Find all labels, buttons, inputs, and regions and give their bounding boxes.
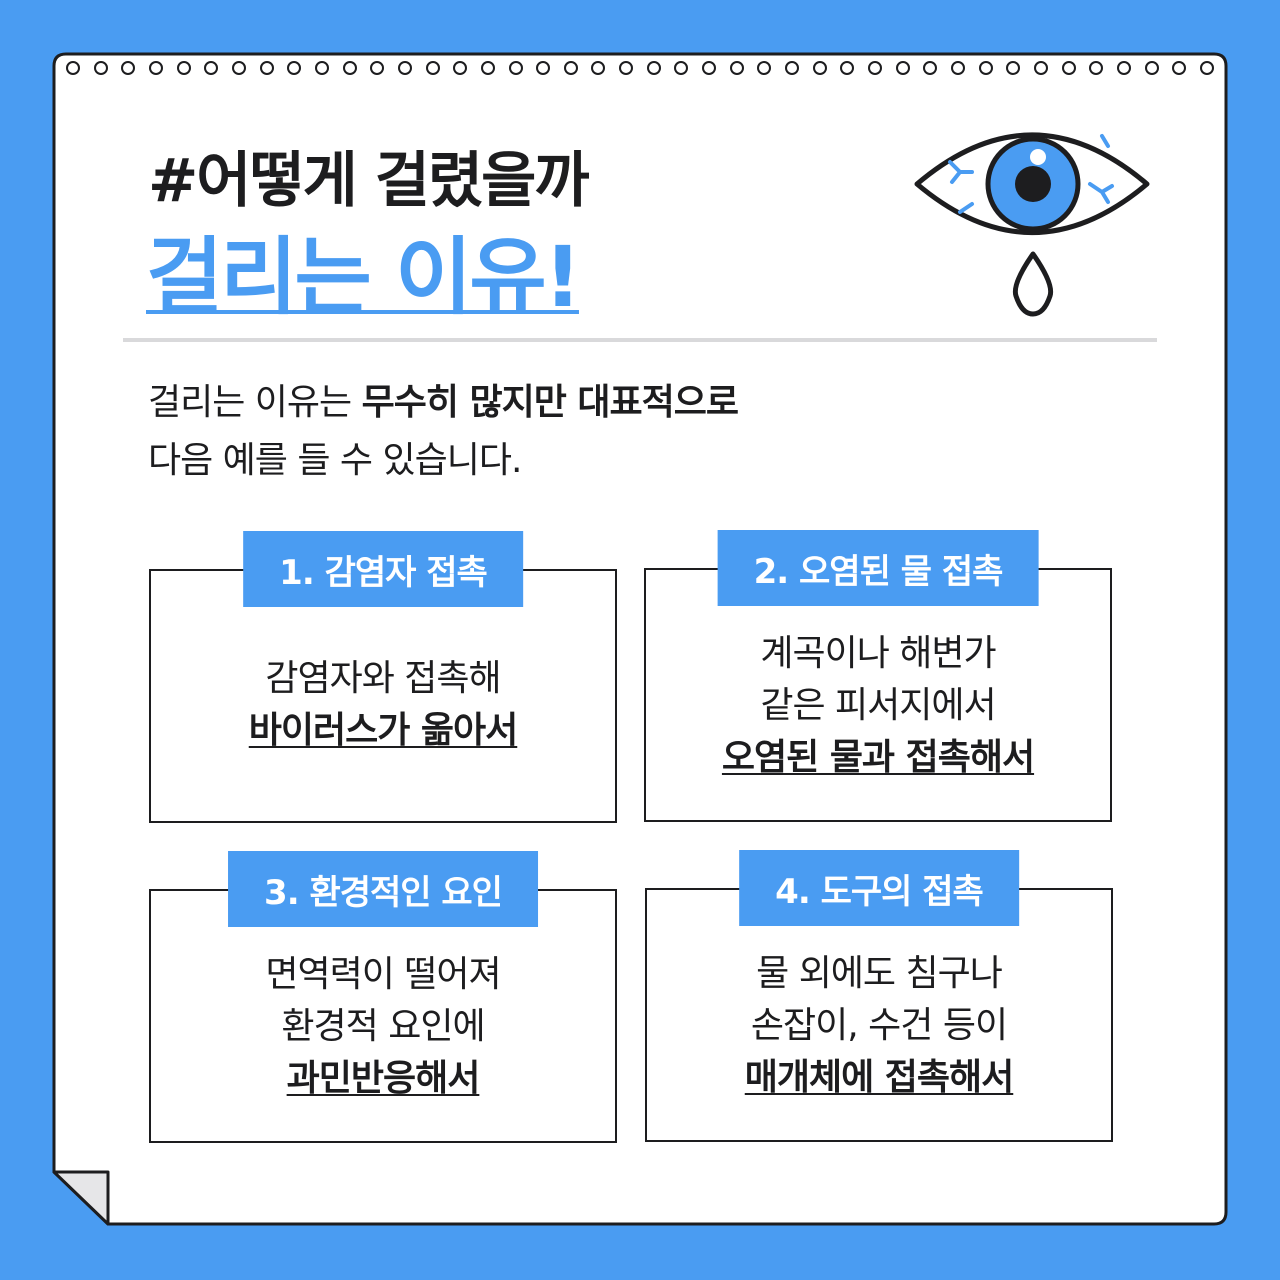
binder-ring xyxy=(591,61,606,75)
binder-ring xyxy=(840,61,855,75)
tear-drop-icon xyxy=(1012,251,1054,317)
binder-ring xyxy=(314,61,329,75)
reason-line: 손잡이, 수건 등이 xyxy=(750,1005,1008,1046)
binder-ring xyxy=(563,61,578,75)
page-subtitle: #어떻게 걸렸을까 xyxy=(148,146,590,216)
binder-ring xyxy=(1006,61,1021,75)
binder-ring xyxy=(895,61,910,75)
binder-ring xyxy=(425,61,440,75)
reason-card-3: 3. 환경적인 요인 면역력이 떨어져 환경적 요인에 과민반응해서 xyxy=(149,851,617,1143)
binder-ring xyxy=(508,61,523,75)
binder-ring xyxy=(923,61,938,75)
reason-emphasis: 바이러스가 옮아서 xyxy=(248,710,519,751)
reason-body: 물 외에도 침구나 손잡이, 수건 등이 매개체에 접촉해서 xyxy=(647,948,1111,1104)
binder-ring xyxy=(342,61,357,75)
binder-ring xyxy=(1033,61,1048,75)
reason-label: 3. 환경적인 요인 xyxy=(228,851,538,927)
binder-ring xyxy=(757,61,772,75)
binder-ring xyxy=(66,61,80,75)
reason-line: 계곡이나 해변가 xyxy=(760,633,996,674)
binder-ring xyxy=(619,61,634,75)
page-title: 걸리는 이유! xyxy=(146,228,582,326)
binder-rings xyxy=(66,60,1214,76)
reason-body: 면역력이 떨어져 환경적 요인에 과민반응해서 xyxy=(151,949,615,1105)
binder-ring xyxy=(951,61,965,75)
binder-ring xyxy=(148,61,163,75)
reason-line: 물 외에도 침구나 xyxy=(756,953,1003,994)
binder-ring xyxy=(1089,61,1104,75)
reason-line: 같은 피서지에서 xyxy=(760,685,996,726)
binder-ring xyxy=(1172,61,1187,75)
binder-ring xyxy=(702,61,717,75)
reason-emphasis: 오염된 물과 접촉해서 xyxy=(721,737,1035,778)
binder-ring xyxy=(674,61,689,75)
reason-card-2: 2. 오염된 물 접촉 계곡이나 해변가 같은 피서지에서 오염된 물과 접촉해… xyxy=(644,530,1112,822)
binder-ring xyxy=(868,61,883,75)
binder-ring xyxy=(1199,61,1214,75)
intro-line-1: 걸리는 이유는 무수히 많지만 대표적으로 xyxy=(148,374,739,432)
divider-line xyxy=(123,338,1157,342)
reason-body: 감염자와 접촉해 바이러스가 옮아서 xyxy=(151,653,615,757)
crying-eye-icon xyxy=(914,132,1150,317)
notepad-paper: #어떻게 걸렸을까 걸리는 이유! 걸리는 이유는 무수히 많지만 대표적으로 … xyxy=(52,52,1228,1226)
reason-card-1: 1. 감염자 접촉 감염자와 접촉해 바이러스가 옮아서 xyxy=(149,531,617,823)
intro-line-1-normal: 걸리는 이유는 xyxy=(148,382,362,423)
binder-ring xyxy=(370,61,385,75)
reason-body: 계곡이나 해변가 같은 피서지에서 오염된 물과 접촉해서 xyxy=(646,628,1110,784)
intro-line-1-bold: 무수히 많지만 대표적으로 xyxy=(361,382,739,423)
binder-ring xyxy=(480,61,495,75)
reason-emphasis: 과민반응해서 xyxy=(286,1058,481,1099)
reason-line: 감염자와 접촉해 xyxy=(265,658,501,699)
binder-ring xyxy=(397,61,412,75)
binder-ring xyxy=(93,61,108,75)
binder-ring xyxy=(978,61,993,75)
binder-ring xyxy=(729,61,744,75)
reason-label: 4. 도구의 접촉 xyxy=(739,850,1019,926)
binder-ring xyxy=(287,61,302,75)
reason-label: 1. 감염자 접촉 xyxy=(243,531,523,607)
binder-ring xyxy=(176,61,191,75)
binder-ring xyxy=(121,61,136,75)
reason-line: 환경적 요인에 xyxy=(281,1006,485,1047)
binder-ring xyxy=(536,61,551,75)
binder-ring xyxy=(453,61,468,75)
binder-ring xyxy=(204,61,219,75)
reason-emphasis: 매개체에 접촉해서 xyxy=(744,1057,1015,1098)
binder-ring xyxy=(812,61,827,75)
binder-ring xyxy=(785,61,800,75)
binder-ring xyxy=(1144,61,1159,75)
binder-ring xyxy=(231,61,246,75)
reason-label: 2. 오염된 물 접촉 xyxy=(717,530,1039,606)
reason-card-4: 4. 도구의 접촉 물 외에도 침구나 손잡이, 수건 등이 매개체에 접촉해서 xyxy=(645,850,1113,1142)
binder-ring xyxy=(259,61,274,75)
binder-ring xyxy=(1061,61,1076,75)
intro-text: 걸리는 이유는 무수히 많지만 대표적으로 다음 예를 들 수 있습니다. xyxy=(148,374,739,490)
reason-line: 면역력이 떨어져 xyxy=(265,954,501,995)
intro-line-2: 다음 예를 들 수 있습니다. xyxy=(148,440,522,481)
binder-ring xyxy=(1116,61,1131,75)
binder-ring xyxy=(646,61,661,75)
